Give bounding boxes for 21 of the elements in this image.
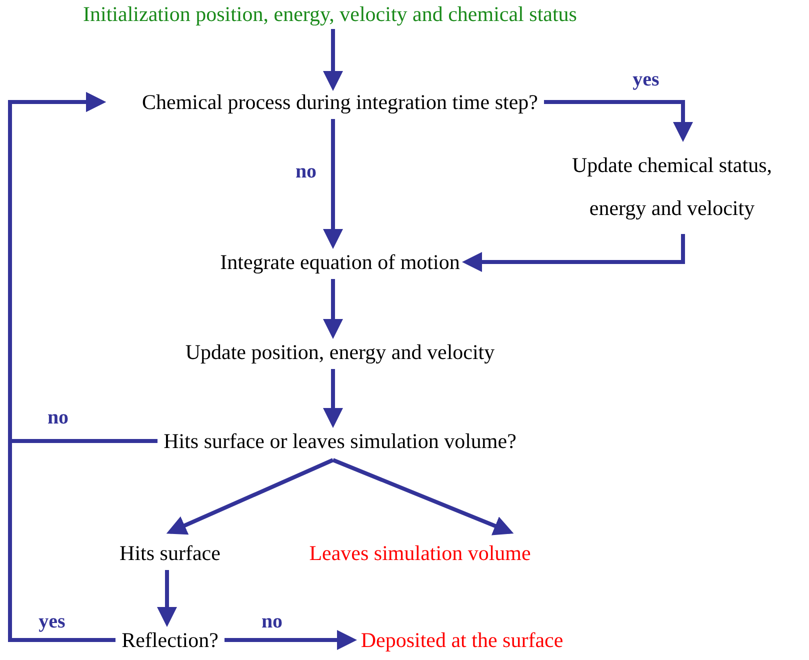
arrow [544,100,693,142]
step-text: Reflection? [122,627,218,653]
arrow [323,119,343,249]
arrow [8,92,116,642]
arrow [224,630,357,650]
step-text: Deposited at the surface [360,627,564,653]
step-text: Hits surface or leaves simulation volume? [164,428,516,454]
step-text: Initialization position, energy, velocity and chemical status [83,1,577,27]
arrow [323,29,343,91]
step-text: Leaves simulation volume [309,540,531,566]
step-text: Hits surface [120,540,220,566]
arrow [157,570,177,627]
step-text: Chemical process during integration time step? [142,89,538,115]
arrow [332,458,514,536]
step-text: Update chemical status, energy and velocity [542,144,802,230]
step-text: Integrate equation of motion [220,249,460,275]
arrow [323,279,343,339]
step-text: Update position, energy and velocity [185,339,495,365]
arrow [323,369,343,428]
arrow [166,458,334,535]
arrow [462,234,685,272]
